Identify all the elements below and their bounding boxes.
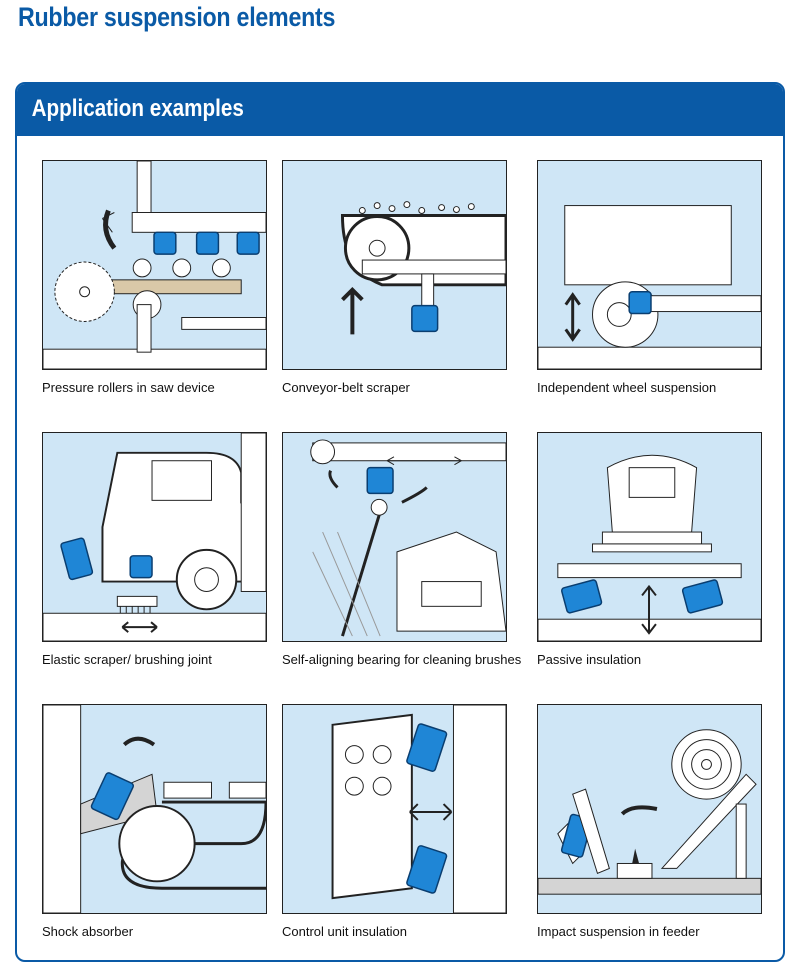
example-caption: Self-aligning bearing for cleaning brush… bbox=[282, 652, 522, 667]
example-brushing-joint: Elastic scraper/ brushing joint bbox=[42, 432, 267, 672]
page-title: Rubber suspension elements bbox=[18, 2, 336, 32]
example-saw-rollers: Pressure rollers in saw device bbox=[42, 160, 267, 400]
example-self-aligning-bearing: Self-aligning bearing for cleaning brush… bbox=[282, 432, 521, 672]
example-caption: Passive insulation bbox=[537, 652, 642, 667]
example-conveyor-scraper: Conveyor-belt scraper bbox=[282, 160, 507, 400]
passive-insulation-illustration bbox=[537, 432, 762, 642]
example-passive-insulation: Passive insulation bbox=[537, 432, 762, 672]
example-wheel-suspension: Independent wheel suspension bbox=[537, 160, 762, 400]
section-title: Application examples bbox=[31, 95, 244, 122]
example-caption: Pressure rollers in saw device bbox=[42, 380, 215, 395]
example-caption: Shock absorber bbox=[42, 924, 134, 939]
example-shock-absorber: Shock absorber bbox=[42, 704, 267, 944]
self-aligning-bearing-illustration bbox=[282, 432, 507, 642]
impact-suspension-illustration bbox=[537, 704, 762, 914]
wheel-suspension-illustration bbox=[537, 160, 762, 370]
brushing-joint-illustration bbox=[42, 432, 267, 642]
example-caption: Conveyor-belt scraper bbox=[282, 380, 410, 395]
example-caption: Elastic scraper/ brushing joint bbox=[42, 652, 212, 667]
conveyor-scraper-illustration bbox=[282, 160, 507, 370]
panel-header: Application examples bbox=[17, 84, 783, 136]
example-caption: Independent wheel suspension bbox=[537, 380, 717, 395]
saw-rollers-illustration bbox=[42, 160, 267, 370]
shock-absorber-illustration bbox=[42, 704, 267, 914]
example-caption: Impact suspension in feeder bbox=[537, 924, 700, 939]
example-caption: Control unit insulation bbox=[282, 924, 408, 939]
example-impact-suspension: Impact suspension in feeder bbox=[537, 704, 762, 944]
control-unit-illustration bbox=[282, 704, 507, 914]
example-control-unit-insulation: Control unit insulation bbox=[282, 704, 507, 944]
